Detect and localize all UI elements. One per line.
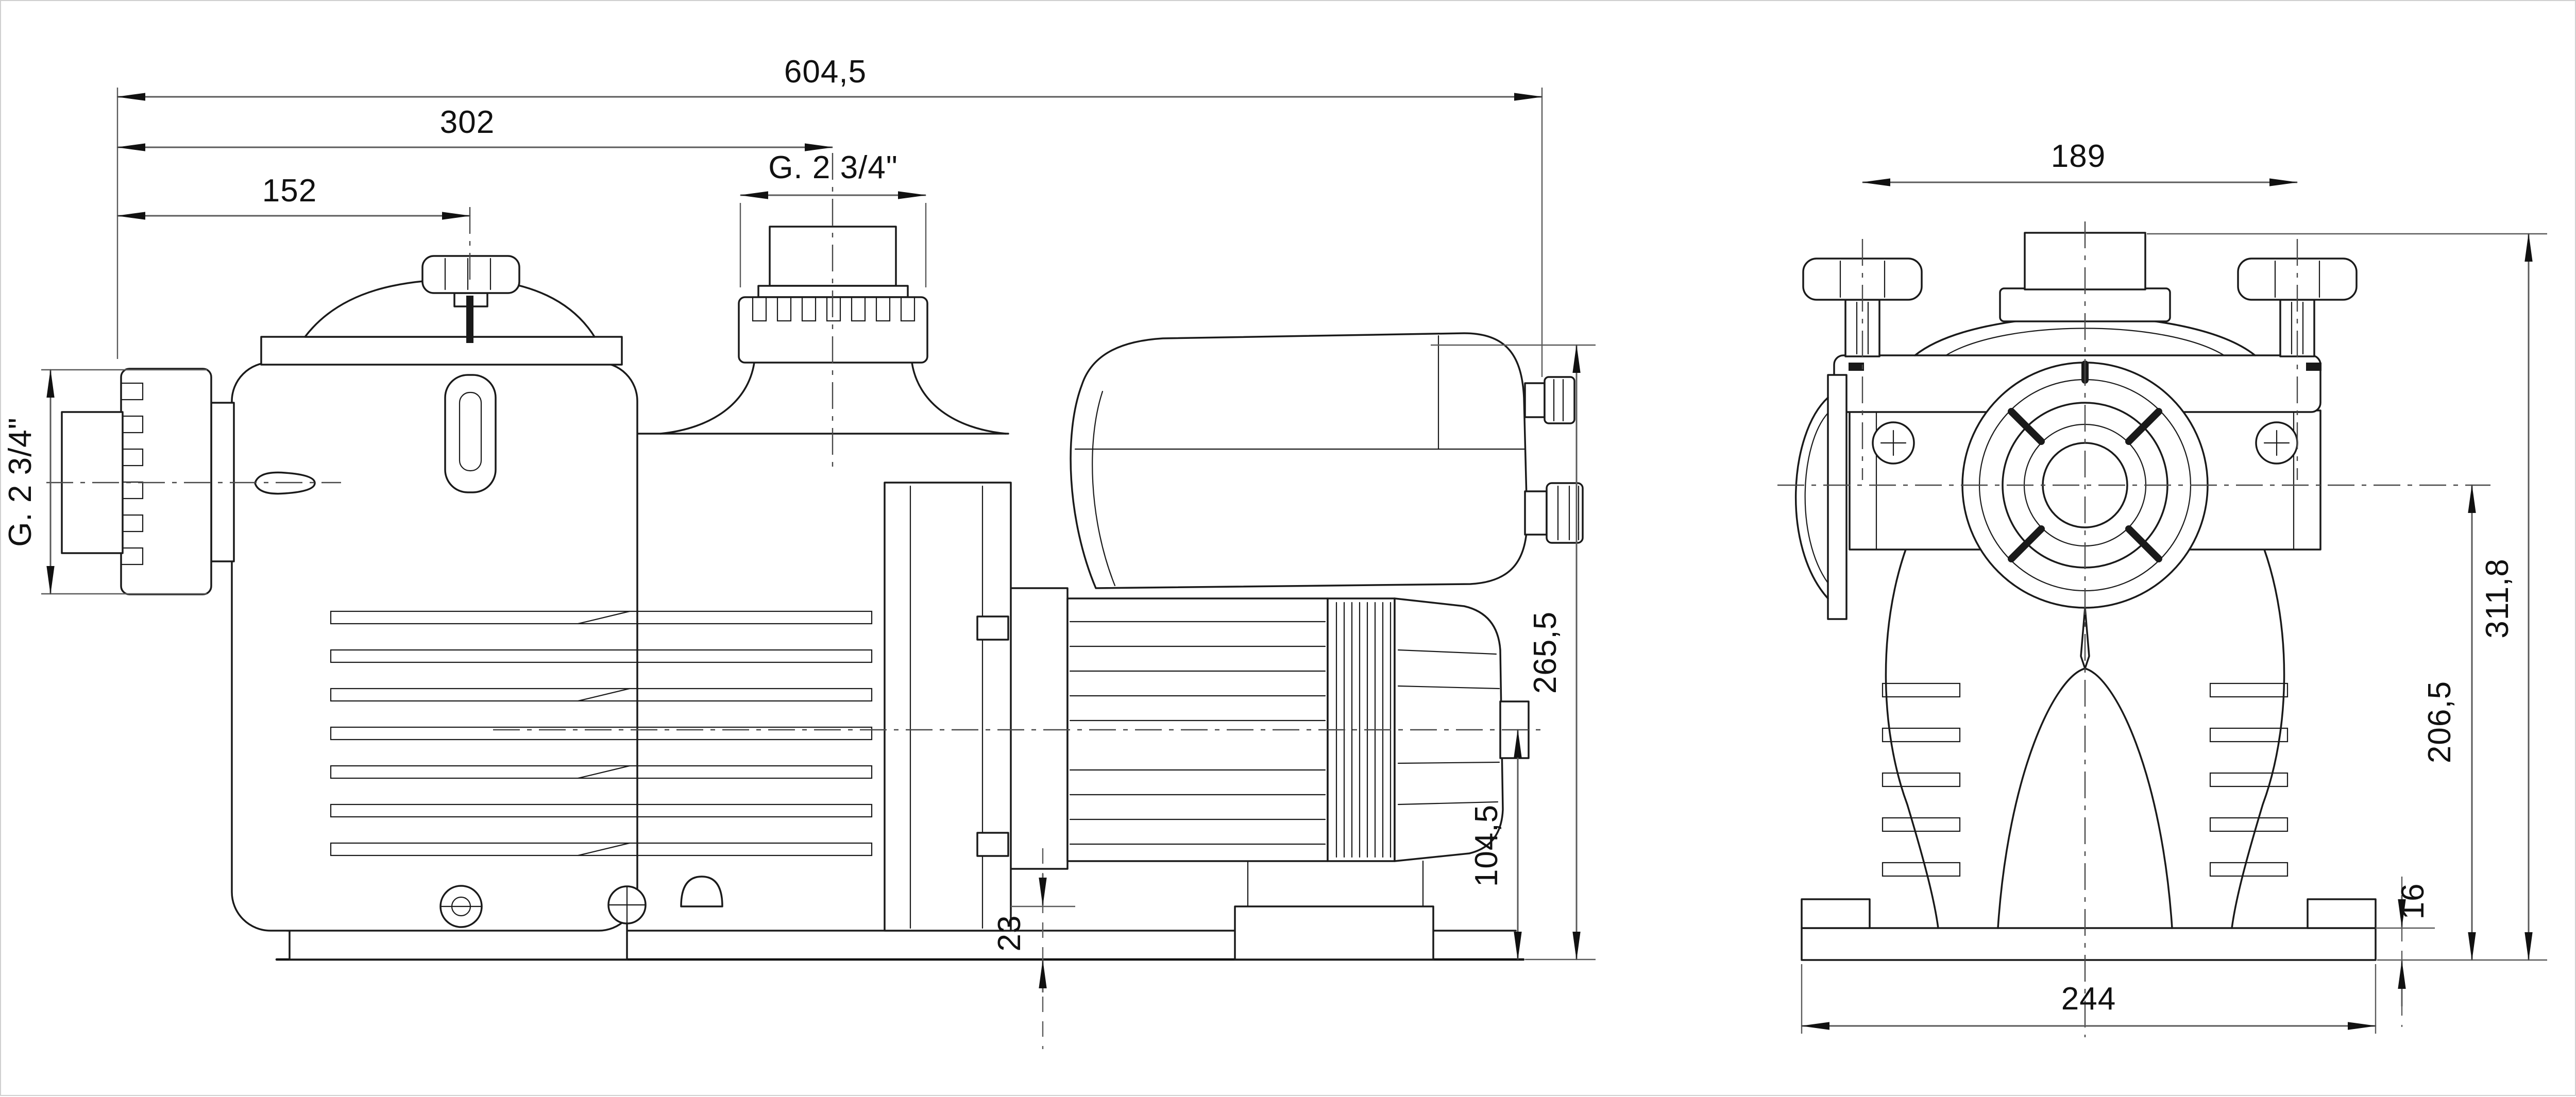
stud-lower (976, 832, 1009, 857)
dim-label: 23 (992, 915, 1027, 952)
stud-upper (976, 615, 1009, 641)
inlet-port (61, 368, 235, 595)
dim-label: 152 (262, 173, 317, 209)
dim-label: G. 2 3/4" (3, 417, 38, 547)
dim-label: 302 (440, 105, 495, 140)
flange-screw-right (2255, 421, 2298, 465)
dim-overall-length: 604,5 (116, 54, 1543, 101)
discharge-port (611, 226, 1009, 435)
motor-fins (1069, 621, 1326, 845)
dim-label: 265,5 (1528, 611, 1563, 694)
dim-front-overall-height: 311,8 (2147, 233, 2547, 961)
seal-mark-left (1849, 363, 1864, 371)
control-box (1070, 332, 1584, 589)
cable-gland-lower (1524, 482, 1584, 544)
dim-label: 206,5 (2422, 681, 2458, 763)
dim-length-to-discharge: 302 (116, 105, 834, 151)
lid-knob-right (2237, 258, 2358, 357)
cable-gland-upper (1524, 376, 1575, 424)
front-body (1882, 547, 2289, 929)
front-view: 189 311,8 206,5 16 244 (1777, 139, 2547, 1037)
dim-overall-height: 265,5 (1431, 344, 1596, 961)
drain-plug (439, 885, 483, 928)
dim-knob-spacing: 189 (1861, 139, 2298, 186)
dim-label: 189 (2051, 139, 2106, 174)
dim-label: 16 (2395, 883, 2431, 920)
dim-inlet-center-height: 206,5 (2422, 484, 2476, 961)
dim-foot-height: 23 (992, 848, 1075, 1049)
base-boss (680, 876, 723, 907)
pot-lid-flange (260, 336, 623, 366)
body-ribs-left (1882, 682, 1961, 877)
strainer-pot (231, 255, 873, 932)
dim-length-to-lid-knob: 152 (116, 173, 471, 220)
dim-inlet-thread: G. 2 3/4" (3, 369, 207, 595)
motor-front-flange (1007, 587, 1069, 870)
mounting-foot-rear (1234, 905, 1434, 961)
body-ribs-right (2209, 682, 2289, 877)
dim-label: 244 (2061, 981, 2116, 1017)
dim-discharge-thread: G. 2 3/4" (739, 150, 927, 287)
dim-label: 604,5 (784, 54, 867, 90)
motor (1007, 587, 1530, 907)
side-clamp (1795, 374, 1848, 620)
dim-label: 311,8 (2480, 558, 2515, 639)
dim-label: 104,5 (1469, 804, 1504, 887)
dim-label: G. 2 3/4" (768, 150, 898, 185)
drain-screw (607, 885, 647, 924)
front-foot-left (1801, 898, 1871, 929)
seal-bracket (884, 482, 1012, 932)
seal-mark-right (2306, 363, 2321, 371)
strainer-ribs (330, 610, 873, 856)
dim-shaft-center-height: 104,5 (1469, 729, 1522, 961)
inlet-union-nut (120, 368, 212, 595)
clamp-screw (444, 296, 497, 493)
flange-screw-left (1872, 421, 1915, 465)
front-base-plate (1801, 898, 2377, 961)
dim-base-width: 244 (1801, 964, 2377, 1034)
front-foot-right (2307, 898, 2377, 929)
side-view: 604,5 302 152 G. 2 3/4" G. 2 3/4" 265, (3, 54, 1596, 1049)
dim-base-plate-thickness: 16 (2376, 877, 2435, 1027)
